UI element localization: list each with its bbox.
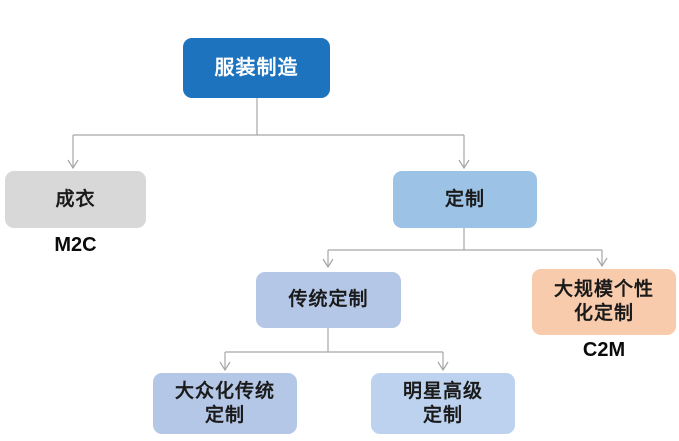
arrow-down-icon (437, 361, 449, 372)
node-celebrity-haute-custom: 明星高级 定制 (371, 373, 515, 434)
node-label: 明星高级 定制 (402, 380, 483, 426)
node-custom: 定制 (393, 171, 537, 228)
arrow-down-icon (322, 258, 334, 269)
node-label: 定制 (444, 188, 485, 210)
node-mass-traditional-custom: 大众化传统 定制 (153, 373, 297, 434)
connector-group (67, 98, 608, 372)
connector-custom-children (327, 228, 603, 266)
node-traditional-custom: 传统定制 (256, 272, 401, 328)
arrow-down-icon (67, 159, 79, 170)
arrow-down-icon (458, 159, 470, 170)
node-label: 成衣 (55, 188, 96, 210)
node-mass-personalized-custom: 大规模个性 化定制 (532, 269, 676, 335)
node-ready-to-wear: 成衣 (5, 171, 146, 228)
arrow-down-icon (219, 361, 231, 372)
node-label: 大众化传统 定制 (174, 380, 275, 426)
connector-root-children (72, 98, 465, 167)
tag-c2m: C2M (582, 339, 626, 361)
arrow-down-icon (596, 257, 608, 268)
node-label: 大规模个性 化定制 (553, 279, 654, 324)
node-label: 服装制造 (214, 56, 299, 79)
node-garment-manufacturing: 服装制造 (183, 38, 330, 98)
node-label: 传统定制 (288, 289, 369, 311)
tag-m2c: M2C (54, 234, 97, 256)
connector-traditional-children (224, 328, 444, 369)
